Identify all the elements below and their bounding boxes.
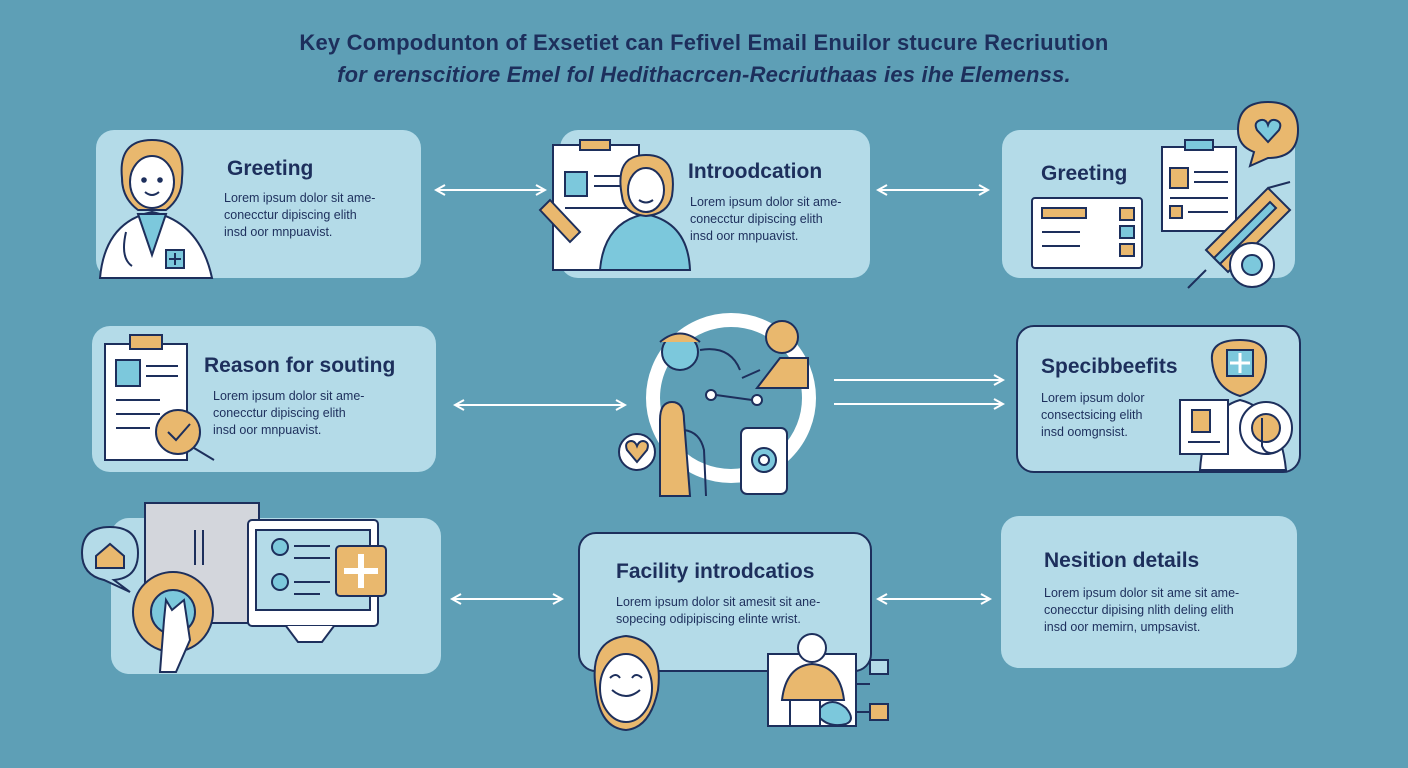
card-title: Greeting <box>1041 162 1128 185</box>
card-computer-panel <box>111 518 441 674</box>
card-body-line: Lorem ipsum dolor sit ame sit ame- <box>1044 586 1240 600</box>
card-title: Introodcation <box>688 160 823 183</box>
card-title: Reason for souting <box>204 354 396 377</box>
card-reason: Reason for souting Lorem ipsum dolor sit… <box>92 326 436 472</box>
card-body-line: conecctur dipiscing elith <box>224 208 357 222</box>
card-body-line: Lorem ipsum dolor sit amesit sit ane- <box>616 595 821 609</box>
card-body-line: Lorem ipsum dolor sit ame- <box>690 195 842 209</box>
card-body-line: insd oor mnpuavist. <box>213 423 322 437</box>
card-title: Specibbeefits <box>1041 355 1178 378</box>
card-body-line: Lorem ipsum dolor sit ame- <box>224 191 376 205</box>
card-title: Facility introdcatios <box>616 560 815 583</box>
card-title: Nesition details <box>1044 549 1200 572</box>
card-body-line: insd oor mnpuavist. <box>224 225 333 239</box>
card-introduction: Introodcation Lorem ipsum dolor sit ame-… <box>560 130 870 278</box>
card-body-line: conecctur dipiscing elith <box>690 212 823 226</box>
infographic-title: Key Compodunton of Exsetiet can Fefivel … <box>299 30 1109 55</box>
card-position-details: Nesition details Lorem ipsum dolor sit a… <box>1001 516 1297 668</box>
card-body-line: insd oor mnpuavist. <box>690 229 799 243</box>
infographic-subtitle: for erenscitiore Emel fol Hedithacrcen-R… <box>337 62 1071 87</box>
card-body-line: Lorem ipsum dolor sit ame- <box>213 389 365 403</box>
card-facility-introduction: Facility introdcatios Lorem ipsum dolor … <box>578 532 872 672</box>
card-specific-benefits: Specibbeefits Lorem ipsum dolor consects… <box>1016 325 1301 473</box>
card-body-line: insd oomgnsist. <box>1041 425 1128 439</box>
card-body-line: conecctur dipiscing elith <box>213 406 346 420</box>
card-body-line: insd oor memirn, umpsavist. <box>1044 620 1201 634</box>
card-body-line: conecctur dipising nlith deling elith <box>1044 603 1234 617</box>
card-greeting-2: Greeting <box>1002 130 1295 278</box>
card-body-line: consectsicing elith <box>1041 408 1143 422</box>
card-greeting-1: Greeting Lorem ipsum dolor sit ame- cone… <box>96 130 421 278</box>
network-circle-icon <box>646 313 816 483</box>
card-title: Greeting <box>227 157 314 180</box>
card-body-line: sopecing odipipiscing elinte wrist. <box>616 612 801 626</box>
card-body-line: Lorem ipsum dolor <box>1041 391 1145 405</box>
phone-icon <box>740 427 788 495</box>
heart-bubble-icon <box>618 400 707 497</box>
